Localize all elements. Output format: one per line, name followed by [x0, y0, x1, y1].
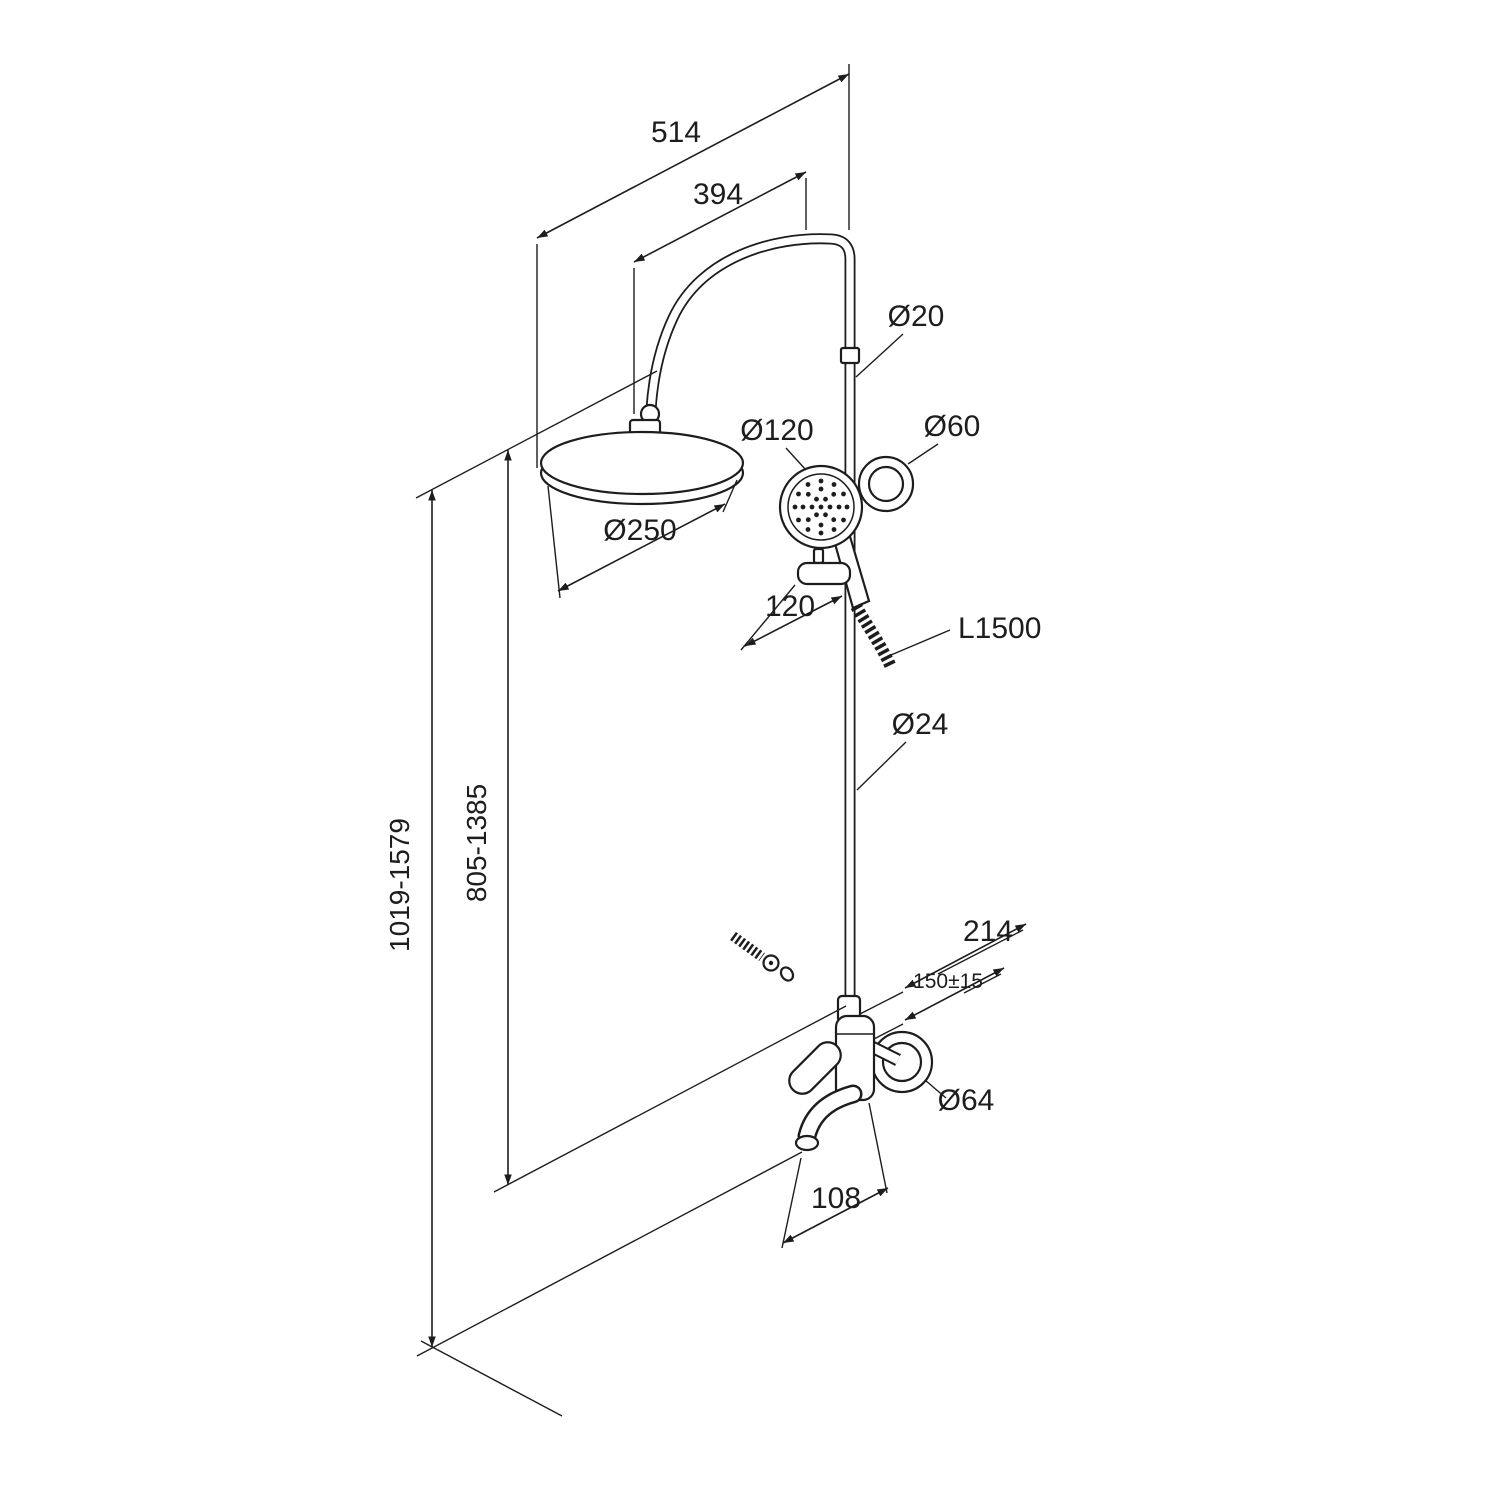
dim-arm-reach	[633, 171, 807, 263]
pipe-outline	[645, 233, 856, 1002]
ext-bottom-spout-reference	[416, 1151, 803, 1357]
riser-height-label: 805-1385	[461, 784, 492, 902]
ext-108-right	[868, 1102, 888, 1194]
spout-length-label: 108	[811, 1182, 861, 1215]
ext-bottom-mixer-reference	[493, 1005, 847, 1193]
shower-hose	[850, 603, 897, 670]
overhead-shower-head	[539, 403, 745, 506]
wall-bracket	[857, 455, 915, 513]
slider-holder	[796, 547, 852, 586]
leader-escutcheon	[924, 1079, 947, 1099]
pipe-fill	[647, 235, 854, 1002]
mounting-screw	[730, 931, 795, 982]
hand-shower-face	[787, 473, 855, 541]
upper-pipe-diameter-label: Ø20	[888, 300, 945, 333]
spout-outlet	[794, 1134, 820, 1152]
ext-floor-line	[420, 1340, 563, 1417]
leader-bracket	[907, 443, 939, 465]
pipe-coupling	[839, 346, 861, 365]
ext-150-left	[873, 1023, 904, 1040]
leader-hose	[890, 629, 951, 656]
inlet-spacing-label: 150±15	[913, 970, 983, 993]
shower-column	[539, 233, 934, 1152]
spray-dots	[792, 478, 850, 536]
spout-fill	[800, 1087, 860, 1143]
screw-head-center	[768, 960, 774, 966]
escutcheon-diameter-label: Ø64	[938, 1084, 995, 1117]
mixer-lever	[788, 1041, 842, 1095]
bracket-diameter-label: Ø60	[924, 410, 981, 443]
ext-250-left	[547, 485, 561, 599]
total-height-label: 1019-1579	[384, 818, 415, 952]
dim-arm-reach-label: 394	[693, 178, 743, 211]
holder-body	[796, 561, 852, 586]
holder-pin	[812, 547, 825, 565]
dimensions: 514 394 Ø20 Ø120 Ø60 Ø250 120 L1500 Ø24	[384, 64, 1041, 1417]
ext-214-left	[859, 991, 904, 1015]
dim-holder-offset	[744, 595, 843, 647]
dim-spout-length	[782, 1187, 889, 1244]
dim-head-diameter	[557, 503, 726, 592]
bracket-inner-circle	[867, 465, 905, 503]
hose-length-label: L1500	[958, 612, 1041, 645]
head-diameter-label: Ø250	[603, 514, 676, 547]
ext-250-right	[722, 479, 738, 513]
leader-pipe-upper	[855, 333, 904, 378]
dim-inlet-spacing	[904, 967, 1005, 1021]
mixer-assembly	[788, 994, 934, 1152]
screw-thread	[730, 931, 765, 962]
dim-width-top-label: 514	[651, 116, 701, 149]
holder-offset-label: 120	[765, 590, 815, 623]
riser-pipe-diameter-label: Ø24	[892, 708, 949, 741]
leader-pipe-lower	[856, 741, 907, 791]
spout-projection-label: 214	[963, 915, 1013, 948]
hand-shower	[778, 464, 897, 670]
ext-top-reference	[415, 370, 658, 499]
head-face-top	[539, 430, 745, 496]
hand-shower-diameter-label: Ø120	[740, 414, 813, 447]
leader-hand-shower	[785, 447, 807, 471]
riser-and-arm-pipe	[645, 233, 861, 1002]
washer	[779, 966, 795, 982]
dim-width-top	[536, 73, 850, 239]
